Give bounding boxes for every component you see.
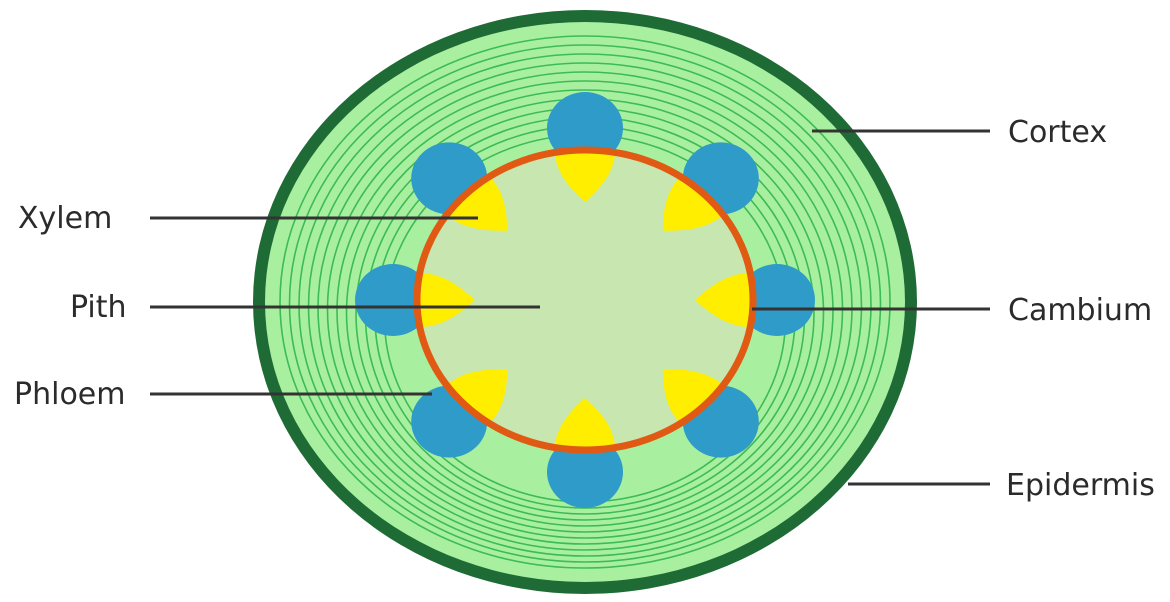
xylem-label: Xylem (18, 201, 112, 236)
epidermis-label: Epidermis (1006, 468, 1155, 503)
cambium-label: Cambium (1008, 293, 1152, 328)
phloem-label: Phloem (14, 377, 125, 412)
pith-label: Pith (70, 290, 127, 325)
cortex-label: Cortex (1008, 115, 1107, 150)
